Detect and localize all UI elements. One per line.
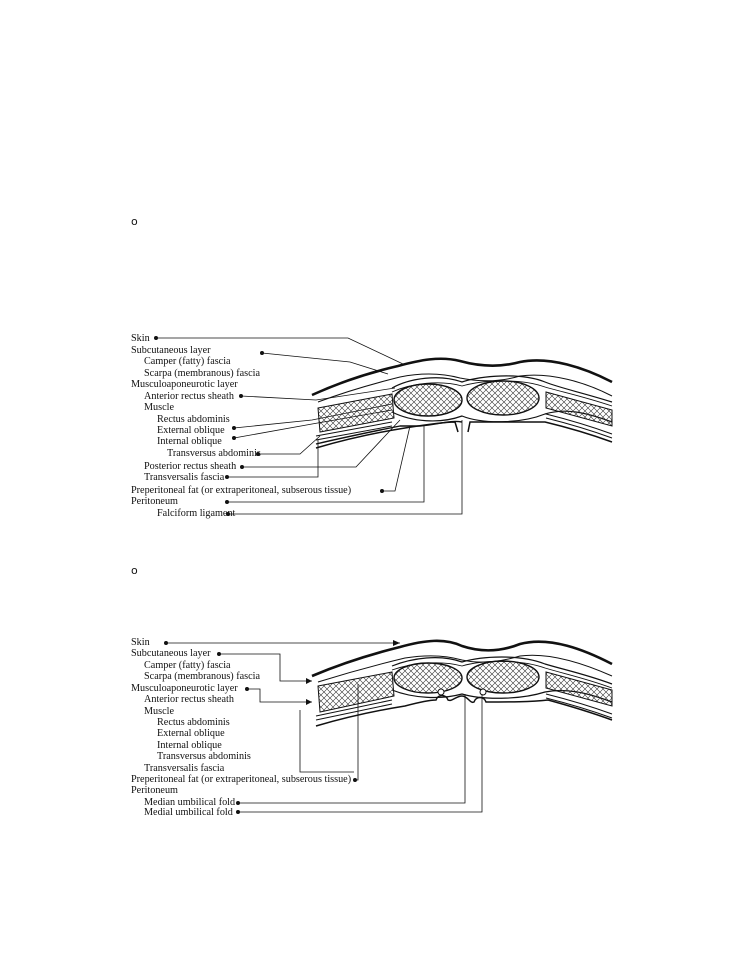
label-external-oblique: External oblique xyxy=(157,728,225,740)
label-muscle: Muscle xyxy=(144,402,174,414)
label-musculoaponeurotic-layer: Musculoaponeurotic layer xyxy=(131,379,238,391)
label-scarpa-fascia: Scarpa (membranous) fascia xyxy=(144,671,260,683)
label-medial-umbilical-fold: Medial umbilical fold xyxy=(144,807,233,819)
label-falciform-ligament: Falciform ligament xyxy=(157,508,235,520)
label-camper-fascia: Camper (fatty) fascia xyxy=(144,660,231,672)
figure-abdominal-wall-section-2: Skin Subcutaneous layer Camper (fatty) f… xyxy=(0,632,741,827)
umbilical-fold-left xyxy=(438,689,444,695)
cross-section-drawing-2 xyxy=(0,632,741,827)
label-transversalis-fascia: Transversalis fascia xyxy=(144,472,224,484)
label-camper-fascia: Camper (fatty) fascia xyxy=(144,356,231,368)
bullet-1: o xyxy=(131,216,138,227)
label-peritoneum: Peritoneum xyxy=(131,785,178,797)
label-scarpa-fascia: Scarpa (membranous) fascia xyxy=(144,368,260,380)
bullet-2: o xyxy=(131,565,138,576)
label-rectus-abdominis: Rectus abdominis xyxy=(157,414,230,426)
figure-abdominal-wall-section-1: Skin Subcutaneous layer Camper (fatty) f… xyxy=(0,330,741,525)
label-transversus-abdominis: Transversus abdominis xyxy=(157,751,251,763)
label-muscle: Muscle xyxy=(144,706,174,718)
rectus-abdominis-right xyxy=(467,381,539,415)
rectus-abdominis-left xyxy=(394,384,462,416)
label-external-oblique: External oblique xyxy=(157,425,225,437)
label-subcutaneous-layer: Subcutaneous layer xyxy=(131,345,211,357)
label-skin: Skin xyxy=(131,637,150,649)
rectus-abdominis-right xyxy=(467,661,539,693)
rectus-abdominis-left xyxy=(394,663,462,693)
umbilical-fold-right xyxy=(480,689,486,695)
label-skin: Skin xyxy=(131,333,150,345)
label-preperitoneal-fat: Preperitoneal fat (or extraperitoneal, s… xyxy=(131,485,351,497)
label-internal-oblique: Internal oblique xyxy=(157,436,222,448)
lateral-muscle-left xyxy=(318,394,394,432)
label-anterior-rectus-sheath: Anterior rectus sheath xyxy=(144,694,234,706)
label-peritoneum: Peritoneum xyxy=(131,496,178,508)
label-musculoaponeurotic-layer: Musculoaponeurotic layer xyxy=(131,683,238,695)
cross-section-drawing-1 xyxy=(0,330,741,525)
label-posterior-rectus-sheath: Posterior rectus sheath xyxy=(144,461,236,473)
label-rectus-abdominis: Rectus abdominis xyxy=(157,717,230,729)
label-transversalis-fascia: Transversalis fascia xyxy=(144,763,224,775)
label-subcutaneous-layer: Subcutaneous layer xyxy=(131,648,211,660)
peritoneum-line xyxy=(316,422,612,448)
label-internal-oblique: Internal oblique xyxy=(157,740,222,752)
label-transversus-abdominis: Transversus abdominis xyxy=(167,448,261,460)
label-anterior-rectus-sheath: Anterior rectus sheath xyxy=(144,391,234,403)
label-preperitoneal-fat: Preperitoneal fat (or extraperitoneal, s… xyxy=(131,774,351,786)
